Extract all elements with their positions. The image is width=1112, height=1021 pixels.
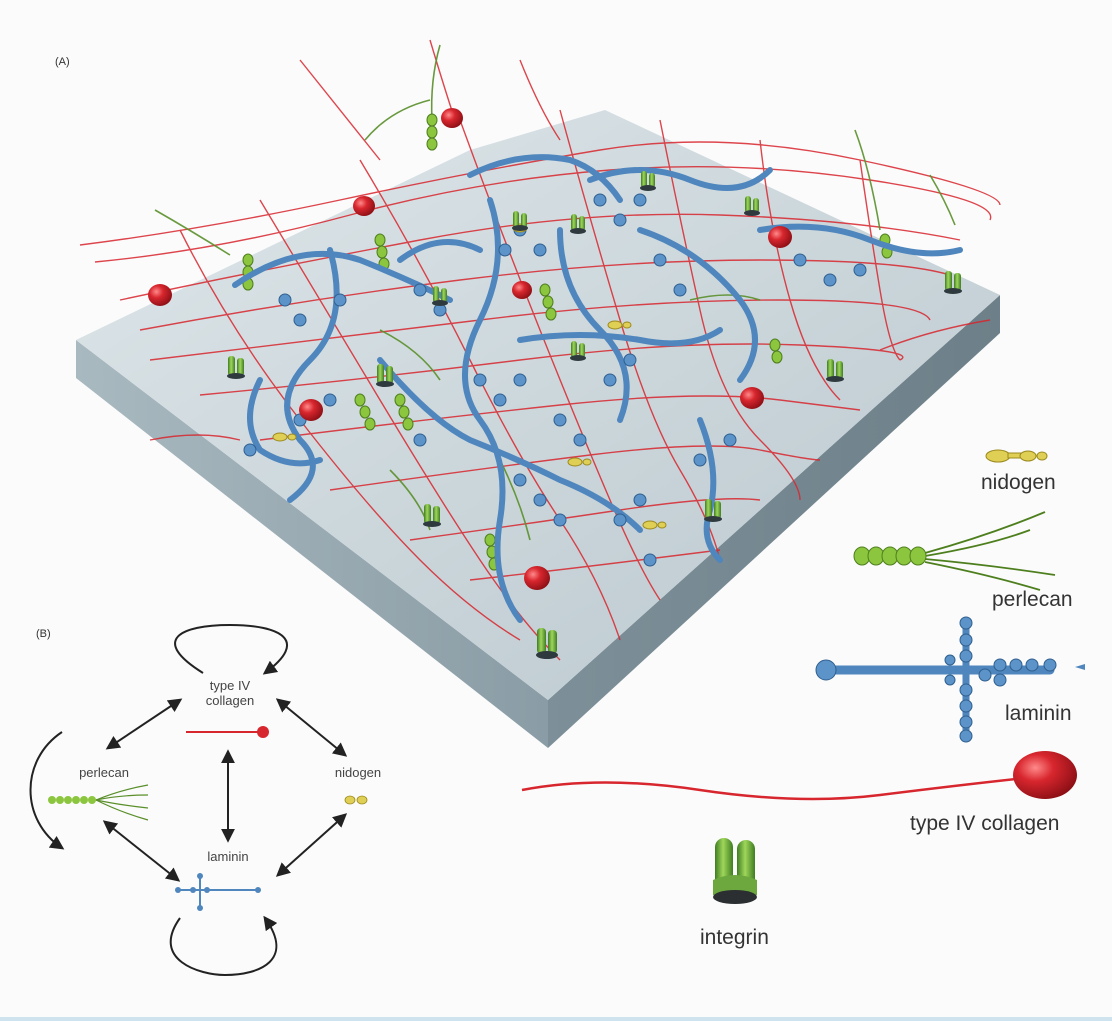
integrins-in-membrane: [227, 171, 962, 659]
collagen-heads: [148, 108, 792, 590]
interaction-network: [29, 623, 368, 977]
network-perlecan-label: perlecan: [79, 765, 129, 780]
edge-nidogen-laminin: [275, 813, 348, 877]
legend-integrin-label: integrin: [700, 926, 769, 949]
laminin-self-loop: [169, 915, 278, 977]
laminin-knobs: [243, 193, 867, 567]
network-collagen-label: type IV collagen: [190, 678, 270, 708]
network-collagen-line2: collagen: [205, 693, 255, 708]
legend-laminin-molecule: [815, 616, 1085, 743]
edge-collagen-perlecan: [105, 698, 183, 750]
legend-perlecan-molecule: [853, 511, 1056, 591]
slab-left-face: [76, 340, 548, 748]
network-collagen-line1: type IV: [209, 678, 251, 693]
bottom-divider: [0, 1017, 1112, 1021]
legend-perlecan-label: perlecan: [992, 588, 1073, 611]
legend-laminin-label: laminin: [1005, 702, 1072, 725]
legend-nidogen-molecule: [985, 449, 1048, 463]
legend-collagen-label: type IV collagen: [910, 812, 1060, 835]
panel-a-label: (A): [55, 56, 70, 68]
legend-integrin-molecule: [713, 838, 757, 904]
slab-top-face: [76, 110, 1000, 700]
collagen-self-loop: [174, 623, 289, 675]
mini-perlecan-icon: [48, 784, 149, 821]
perlecan-strands: [154, 44, 956, 541]
slab-right-face: [548, 295, 1000, 748]
network-nidogen-label: nidogen: [334, 765, 382, 780]
edge-perlecan-laminin: [102, 820, 181, 882]
network-laminin-label: laminin: [207, 849, 249, 864]
mini-nidogen-icon: [344, 795, 368, 805]
mini-laminin-icon: [175, 873, 261, 911]
edge-collagen-nidogen: [275, 698, 348, 757]
legend-collagen-molecule: [521, 751, 1077, 801]
mini-collagen-icon: [186, 726, 269, 738]
legend-nidogen-label: nidogen: [981, 471, 1056, 494]
perlecan-self-loop: [29, 731, 65, 850]
panel-b-label: (B): [36, 628, 51, 640]
